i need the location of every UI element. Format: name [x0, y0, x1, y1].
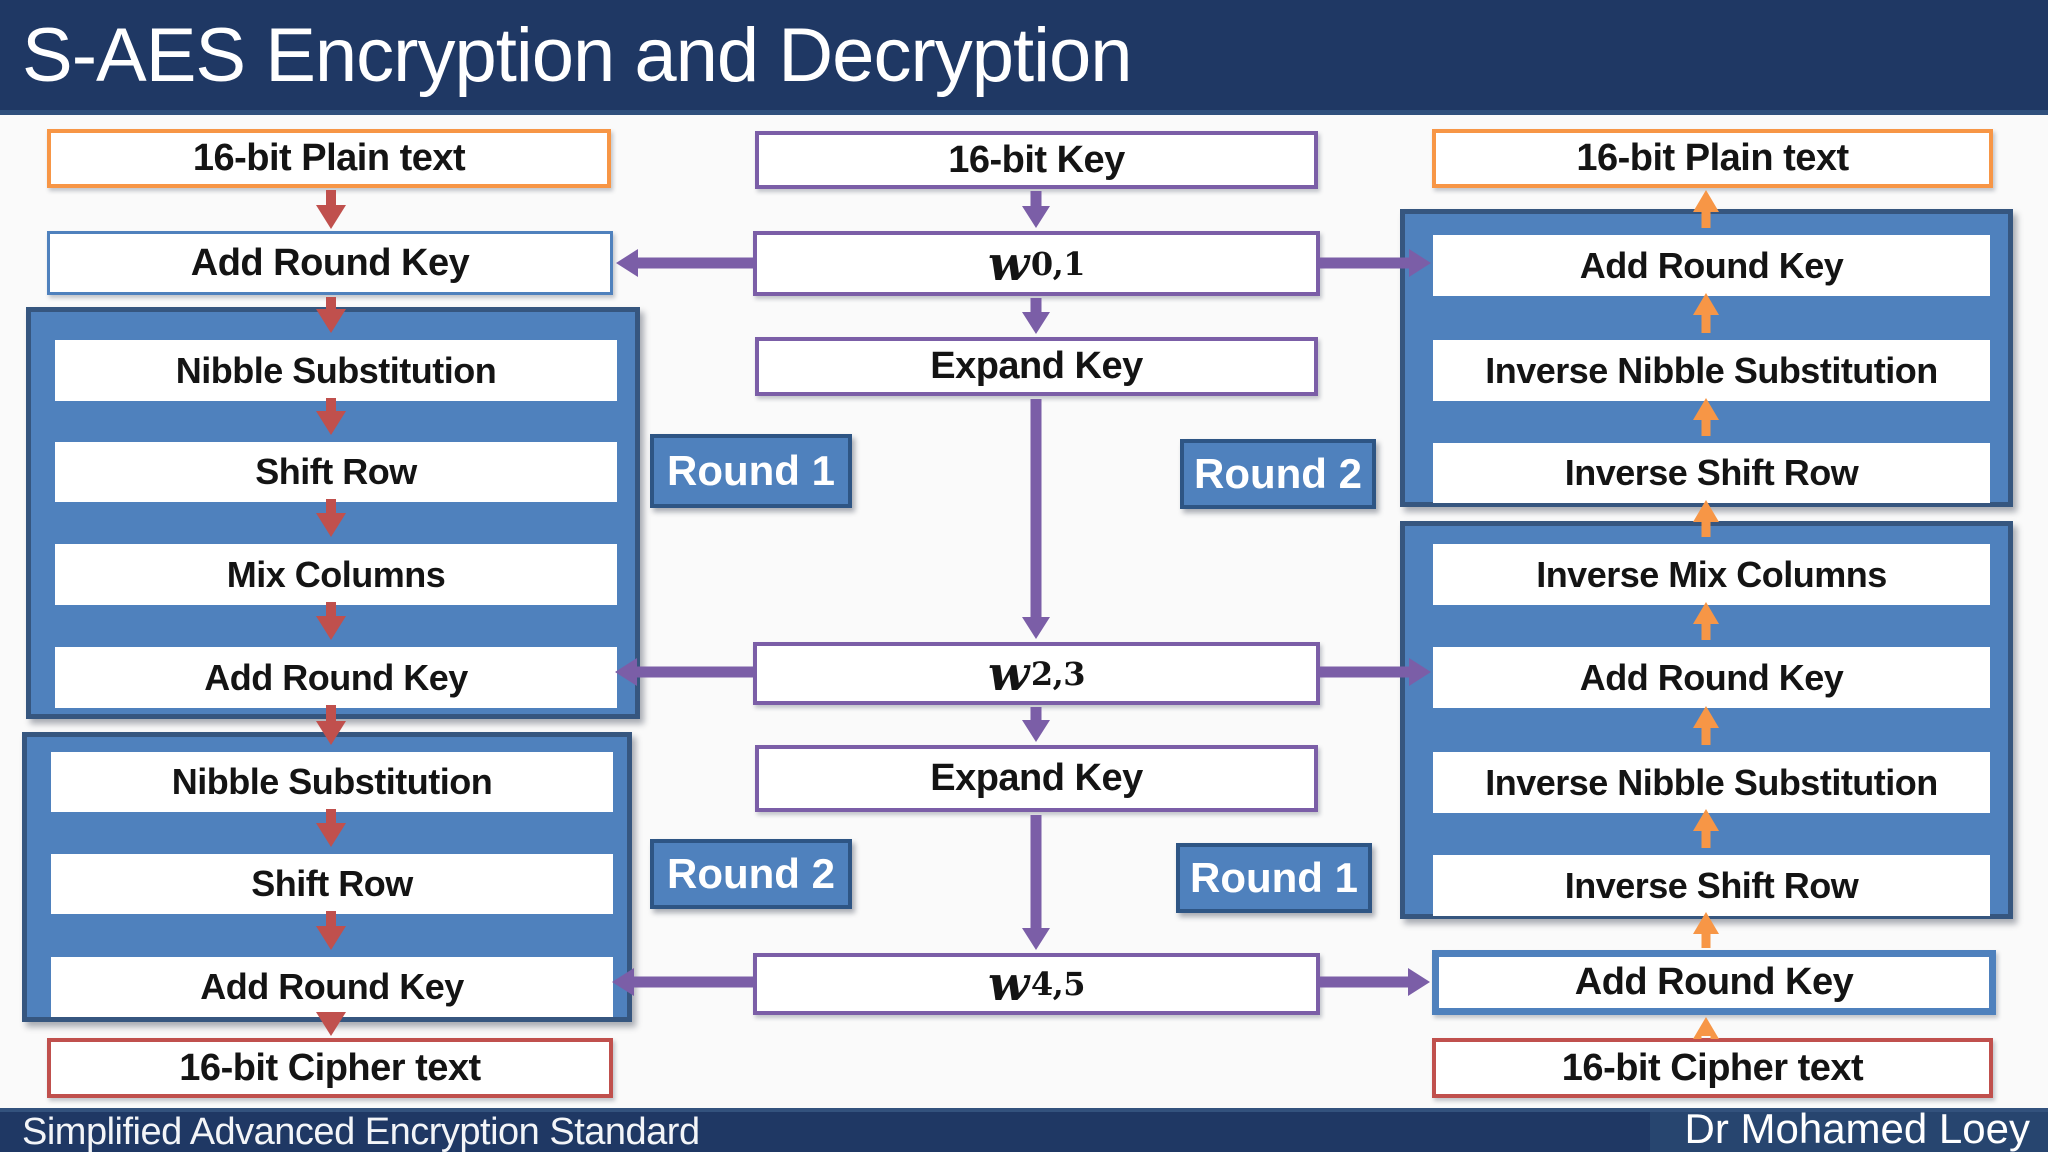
purple-down-arrow — [1022, 298, 1050, 334]
round-label-enc-bottom: Round 2 — [650, 839, 852, 909]
step-nibble-substitution: Nibble Substitution — [51, 752, 613, 812]
purple-right-arrow — [1318, 968, 1430, 996]
w-label: w — [988, 956, 1029, 1012]
enc-add-round-key-box: Add Round Key — [47, 231, 613, 295]
footer-bar: Simplified Advanced Encryption Standard … — [0, 1105, 2048, 1152]
step-add-round-key: Add Round Key — [1433, 235, 1990, 296]
orange-up-arrow — [1693, 1017, 1719, 1039]
purple-down-arrow — [1022, 191, 1050, 228]
key-input-box: 16-bit Key — [755, 131, 1318, 189]
footer-author-panel — [1650, 1112, 2048, 1152]
enc-ciphertext-box: 16-bit Cipher text — [47, 1038, 613, 1098]
key-expand1-box: Expand Key — [755, 337, 1318, 396]
purple-down-arrow — [1022, 707, 1050, 742]
step-add-round-key: Add Round Key — [51, 957, 613, 1017]
enc-plaintext-box: 16-bit Plain text — [47, 129, 611, 188]
dec-ciphertext-box: 16-bit Cipher text — [1432, 1038, 1993, 1098]
step-inverse-shift-row: Inverse Shift Row — [1433, 443, 1990, 503]
title-bar: S-AES Encryption and Decryption — [0, 0, 2048, 115]
w-label: w — [988, 645, 1029, 702]
dec-add-round-key-box: Add Round Key — [1432, 950, 1996, 1015]
dec-plaintext-box: 16-bit Plain text — [1432, 129, 1993, 188]
key-expand2-box: Expand Key — [755, 745, 1318, 812]
w-subscript: 0,1 — [1030, 244, 1086, 283]
purple-down-arrow — [1022, 399, 1050, 639]
round-label-enc-top: Round 1 — [650, 434, 852, 508]
purple-left-arrow — [612, 968, 755, 996]
step-shift-row: Shift Row — [55, 442, 617, 502]
footer-author: Dr Mohamed Loey — [1684, 1105, 2031, 1152]
step-mix-columns: Mix Columns — [55, 544, 617, 605]
step-inverse-nibble-substitution: Inverse Nibble Substitution — [1433, 340, 1990, 401]
page-title: S-AES Encryption and Decryption — [22, 12, 1133, 98]
step-shift-row: Shift Row — [51, 854, 613, 914]
step-add-round-key: Add Round Key — [55, 647, 617, 708]
footer-subtitle: Simplified Advanced Encryption Standard — [22, 1111, 700, 1152]
step-add-round-key: Add Round Key — [1433, 647, 1990, 708]
step-inverse-mix-columns: Inverse Mix Columns — [1433, 544, 1990, 605]
round-label-dec-top: Round 2 — [1180, 439, 1376, 509]
enc-round1-container: Nibble Substitution Shift Row Mix Column… — [26, 307, 640, 719]
purple-down-arrow — [1022, 815, 1050, 950]
step-inverse-nibble-substitution: Inverse Nibble Substitution — [1433, 752, 1990, 813]
step-inverse-shift-row: Inverse Shift Row — [1433, 855, 1990, 916]
enc-round2-container: Nibble Substitution Shift Row Add Round … — [22, 732, 632, 1022]
w-label: w — [988, 235, 1029, 292]
purple-left-arrow — [616, 249, 755, 277]
round-label-dec-bottom: Round 1 — [1176, 843, 1372, 913]
dec-round2-container: Add Round Key Inverse Nibble Substitutio… — [1400, 209, 2013, 507]
step-nibble-substitution: Nibble Substitution — [55, 340, 617, 401]
red-down-arrow — [316, 190, 346, 229]
w-subscript: 2,3 — [1030, 654, 1086, 693]
dec-round1-container: Inverse Mix Columns Add Round Key Invers… — [1400, 521, 2013, 919]
w-subscript: 4,5 — [1030, 965, 1086, 1003]
